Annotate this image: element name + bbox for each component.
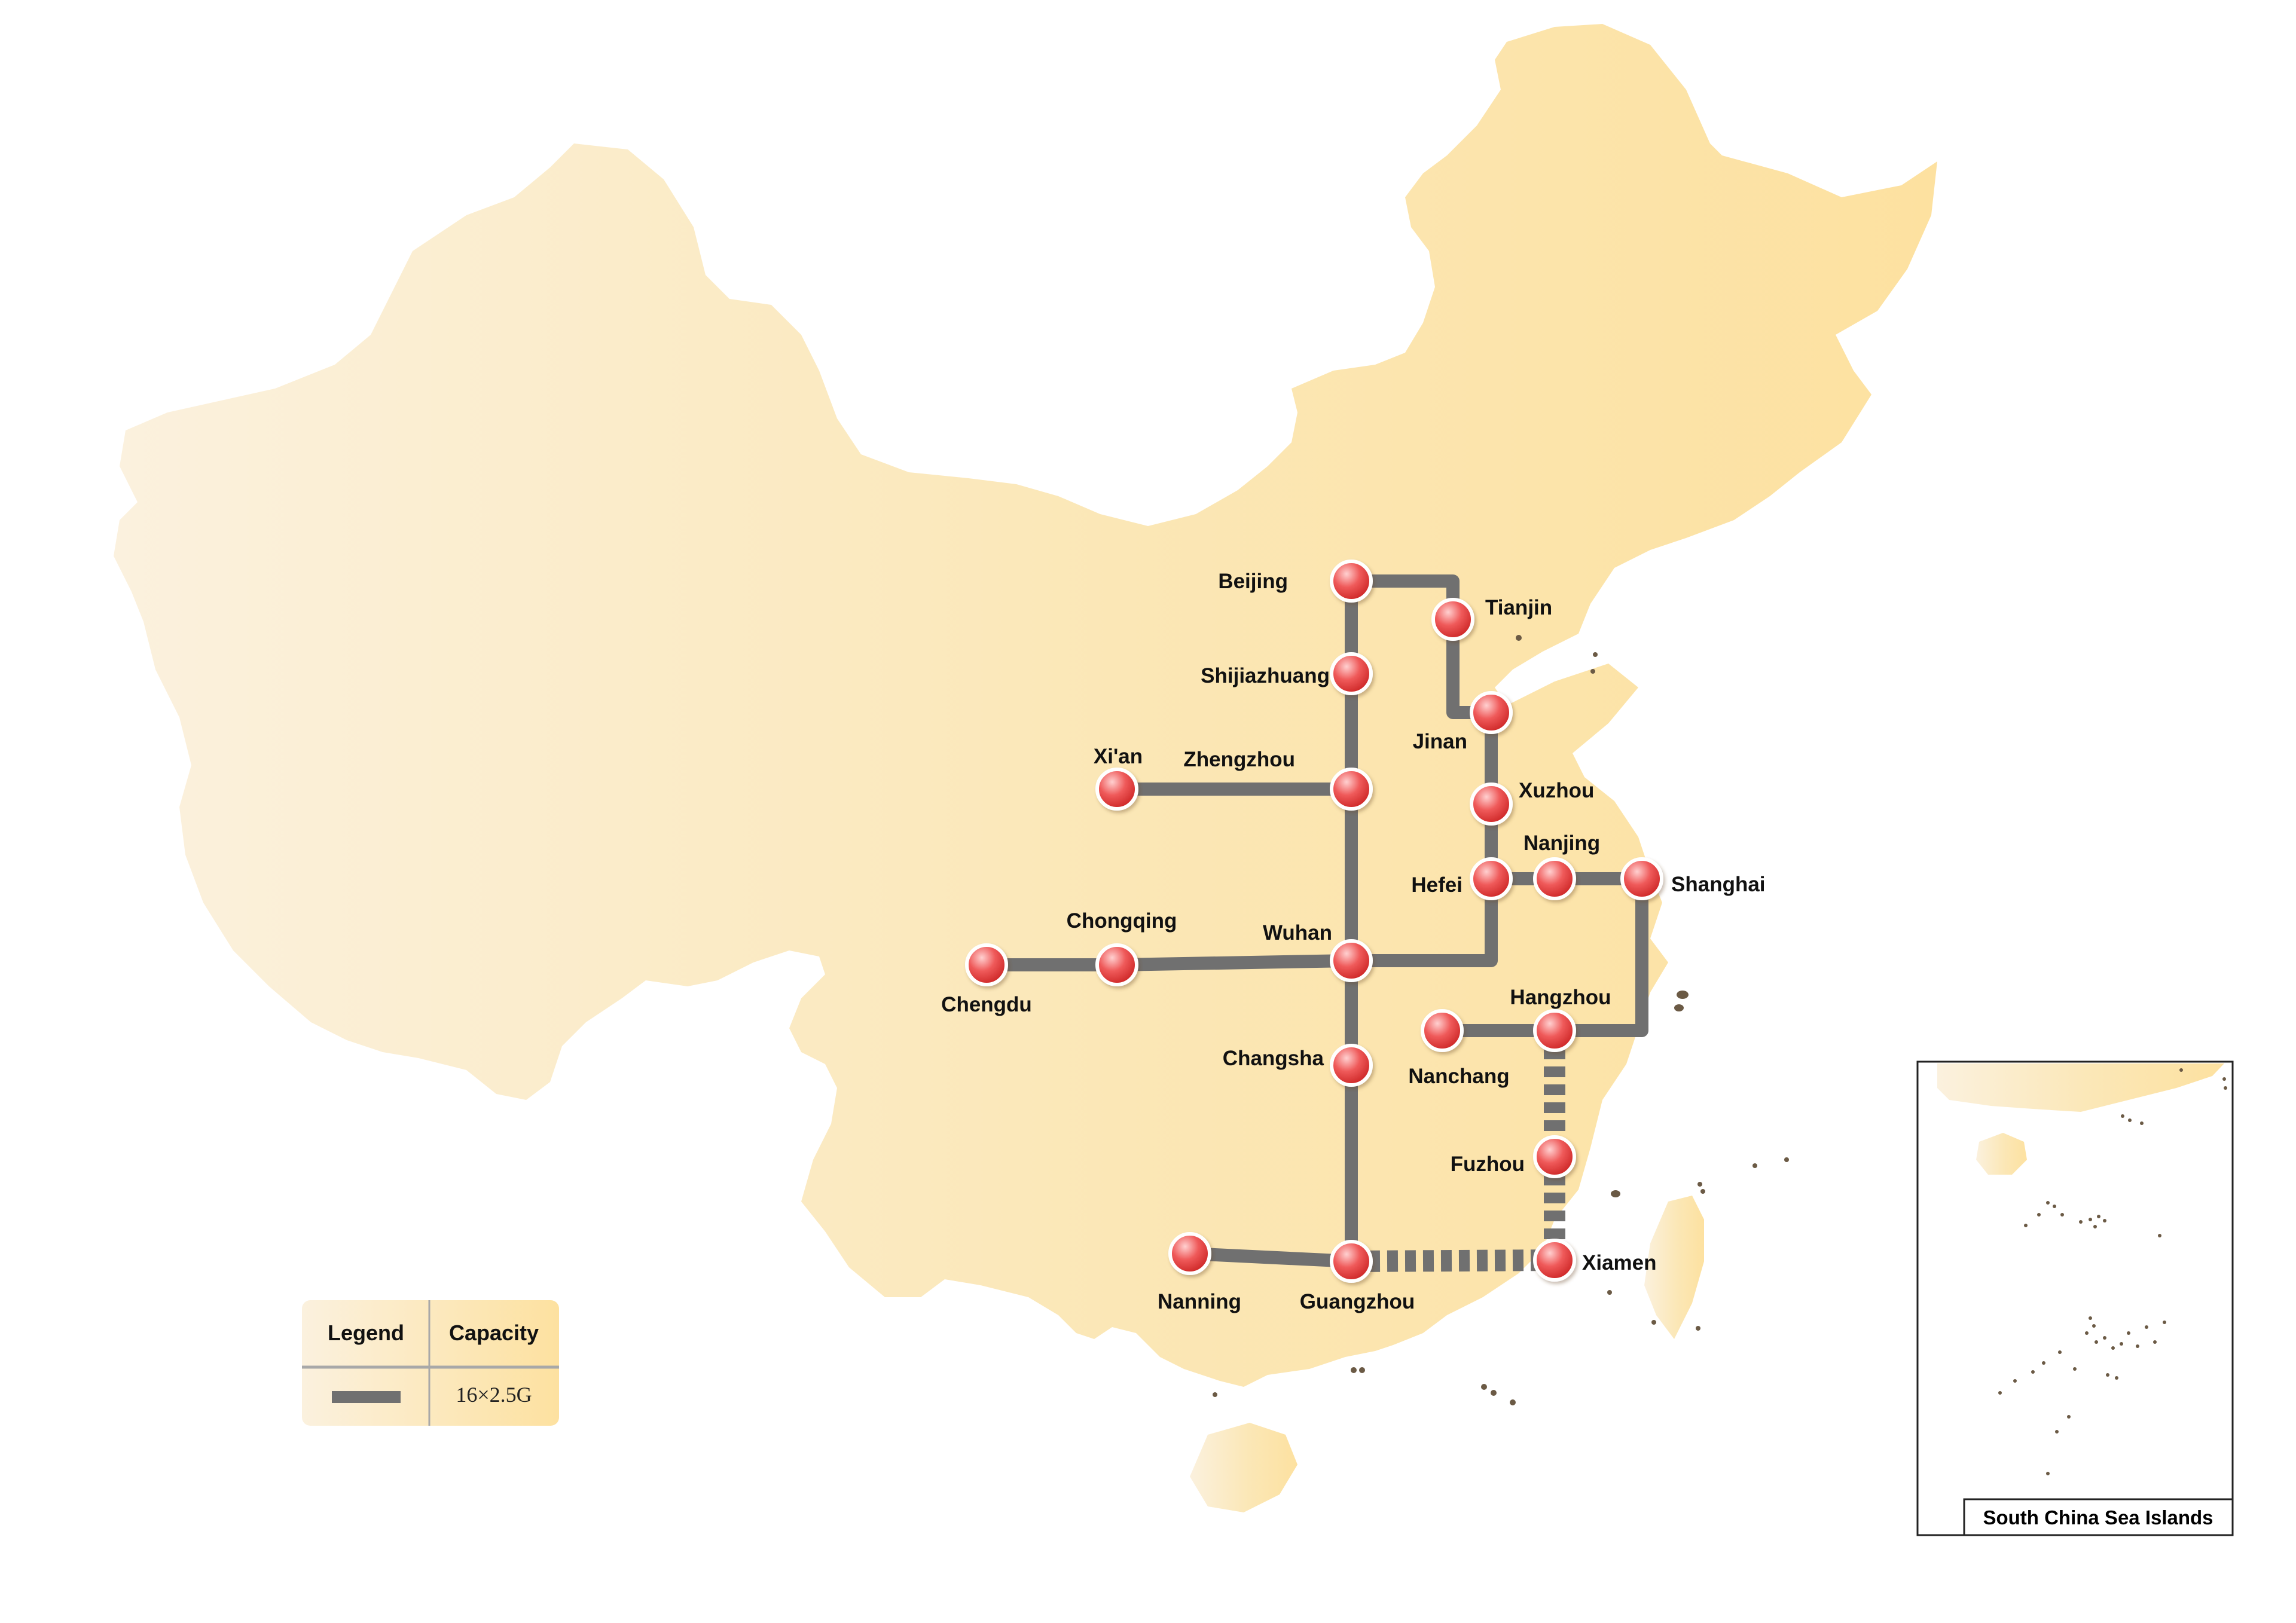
inset-islands: [1998, 1068, 2227, 1475]
label-nanchang: Nanchang: [1408, 1065, 1509, 1088]
inset-frame: [1916, 1060, 2234, 1536]
node-nanchang[interactable]: [1421, 1009, 1464, 1052]
coastal-islands: [1213, 635, 1789, 1405]
label-tianjin: Tianjin: [1485, 596, 1552, 619]
label-chongqing: Chongqing: [1067, 909, 1177, 933]
inset-title: South China Sea Islands: [1983, 1506, 2213, 1529]
node-shanghai[interactable]: [1620, 857, 1663, 900]
label-hangzhou: Hangzhou: [1510, 986, 1611, 1009]
label-wuhan: Wuhan: [1263, 921, 1332, 945]
node-xian[interactable]: [1095, 768, 1138, 811]
link-guangzhou-xiamen: [1351, 1249, 1555, 1272]
node-fuzhou[interactable]: [1533, 1135, 1576, 1178]
south-china-sea-inset: South China Sea Islands: [1916, 1060, 2234, 1536]
inset-title-box: [1963, 1498, 2234, 1536]
node-guangzhou[interactable]: [1330, 1240, 1373, 1283]
label-nanjing: Nanjing: [1523, 832, 1600, 855]
node-xuzhou[interactable]: [1470, 783, 1513, 826]
mainland-china-landmass: [114, 24, 1937, 1387]
node-changsha[interactable]: [1330, 1044, 1373, 1087]
node-jinan[interactable]: [1470, 691, 1513, 734]
inset-mainland-coast: [1937, 1063, 2224, 1112]
legend: Legend Capacity 16×2.5G: [302, 1300, 559, 1426]
link-hefei-wuhan: [1351, 879, 1498, 967]
node-beijing[interactable]: [1330, 560, 1373, 603]
label-fuzhou: Fuzhou: [1451, 1153, 1525, 1176]
label-xiamen: Xiamen: [1582, 1251, 1657, 1274]
label-chengdu: Chengdu: [941, 993, 1032, 1016]
label-zhengzhou: Zhengzhou: [1183, 748, 1295, 771]
node-wuhan[interactable]: [1330, 939, 1373, 982]
link-chongqing-wuhan: [1116, 954, 1352, 971]
legend-background: [302, 1300, 559, 1426]
legend-capacity-value: 16×2.5G: [456, 1383, 532, 1407]
label-shanghai: Shanghai: [1671, 873, 1766, 896]
legend-header-legend: Legend: [328, 1321, 404, 1345]
node-xiamen[interactable]: [1533, 1239, 1576, 1282]
node-tianjin[interactable]: [1431, 598, 1474, 641]
node-nanjing[interactable]: [1533, 857, 1576, 900]
label-xian: Xi'an: [1094, 745, 1143, 768]
taiwan-island: [1644, 1196, 1704, 1339]
node-hangzhou[interactable]: [1533, 1009, 1576, 1052]
node-zhengzhou[interactable]: [1330, 768, 1373, 811]
node-hefei[interactable]: [1470, 857, 1513, 900]
label-guangzhou: Guangzhou: [1300, 1290, 1415, 1313]
node-shijiazhuang[interactable]: [1330, 652, 1373, 695]
label-hefei: Hefei: [1411, 873, 1463, 897]
network-nodes: [965, 560, 1663, 1283]
inset-hainan: [1976, 1133, 2027, 1175]
label-beijing: Beijing: [1218, 570, 1288, 593]
node-nanning[interactable]: [1168, 1232, 1211, 1275]
link-shanghai-hangzhou: [1555, 879, 1648, 1037]
label-nanning: Nanning: [1158, 1290, 1241, 1313]
label-jinan: Jinan: [1413, 730, 1467, 753]
label-shijiazhuang: Shijiazhuang: [1201, 664, 1330, 687]
node-chongqing[interactable]: [1095, 943, 1138, 986]
node-chengdu[interactable]: [965, 943, 1008, 986]
label-xuzhou: Xuzhou: [1519, 779, 1594, 802]
legend-header-capacity: Capacity: [449, 1321, 539, 1345]
link-nanning-guangzhou: [1189, 1247, 1352, 1268]
hainan-island: [1190, 1423, 1297, 1512]
label-changsha: Changsha: [1223, 1047, 1324, 1070]
